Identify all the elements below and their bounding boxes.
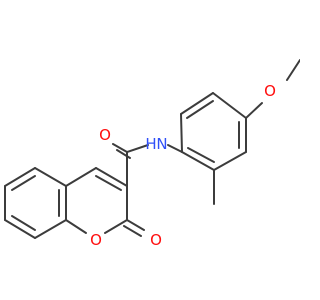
ring2-inner-2 <box>187 147 215 163</box>
amide-nitrogen-label: N <box>156 135 167 153</box>
structure-canvas: O O N H O O <box>4 59 300 249</box>
c4-c4a-bond <box>65 167 97 187</box>
c2-o1-bond <box>104 219 128 234</box>
carbonyl-co-bond-2 <box>116 149 131 159</box>
ring1-bond-2 <box>34 219 67 239</box>
ring2-bond-2 <box>180 92 214 115</box>
aryl-n-bond <box>167 144 183 153</box>
o1-c8a-bond <box>65 219 87 234</box>
ring1-bond-6 <box>34 167 67 187</box>
ring2-bond-5 <box>213 151 247 171</box>
amide-hydrogen-label: H <box>145 135 156 153</box>
ring1-bond-5 <box>4 167 36 187</box>
ring2-inner-1 <box>186 100 214 119</box>
methoxy-oxygen-label: O <box>264 82 276 100</box>
c2-co-bond-2 <box>123 225 142 237</box>
lactone-oxygen-label: O <box>150 231 162 249</box>
ring2-bond-4 <box>181 151 215 171</box>
carbonyl-co-bond-1 <box>112 143 128 153</box>
methyl-o-bond <box>286 59 300 81</box>
ring1-inner-2 <box>11 215 36 231</box>
ring1-inner-3 <box>11 175 36 191</box>
ring2-bond-3 <box>180 113 183 153</box>
amide-oxygen-label: O <box>99 126 111 144</box>
n-carbonyl-bond <box>126 144 149 153</box>
ring-oxygen-label: O <box>90 231 102 249</box>
ring2-bond-1 <box>212 92 247 119</box>
o-aryl-bond <box>245 102 263 119</box>
c2-co-bond-1 <box>126 219 145 231</box>
c3-c4-inner <box>95 175 122 191</box>
molecule-structure: O O N H O O <box>4 59 300 249</box>
c3-c4-bond <box>95 167 128 187</box>
ring1-bond-3 <box>4 219 36 239</box>
